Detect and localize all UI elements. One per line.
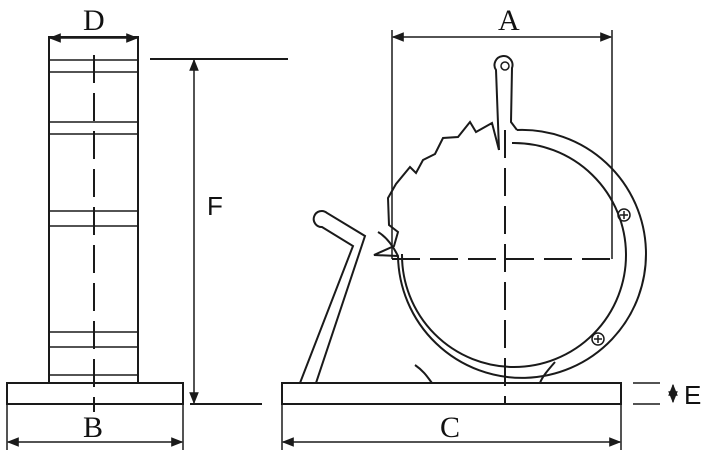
label-a: A [498, 4, 520, 37]
ratchet-teeth [373, 120, 500, 257]
rivet-icons [591, 208, 631, 346]
label-d: D [83, 4, 105, 37]
label-e: E [684, 380, 701, 410]
tab-hole [500, 61, 510, 71]
front-base-plate [281, 382, 622, 405]
side-view: D B F [6, 4, 288, 450]
label-c: C [440, 411, 460, 444]
label-b: B [83, 411, 103, 444]
ring-foot-left [414, 364, 433, 384]
label-f: F [207, 191, 223, 221]
clamp-inner-ring [400, 141, 627, 368]
top-tab [493, 55, 518, 151]
lever-arm [299, 210, 367, 384]
front-view: A C E [281, 4, 701, 450]
ring-foot-right [539, 361, 556, 384]
clamp-outer-ring [377, 128, 647, 379]
